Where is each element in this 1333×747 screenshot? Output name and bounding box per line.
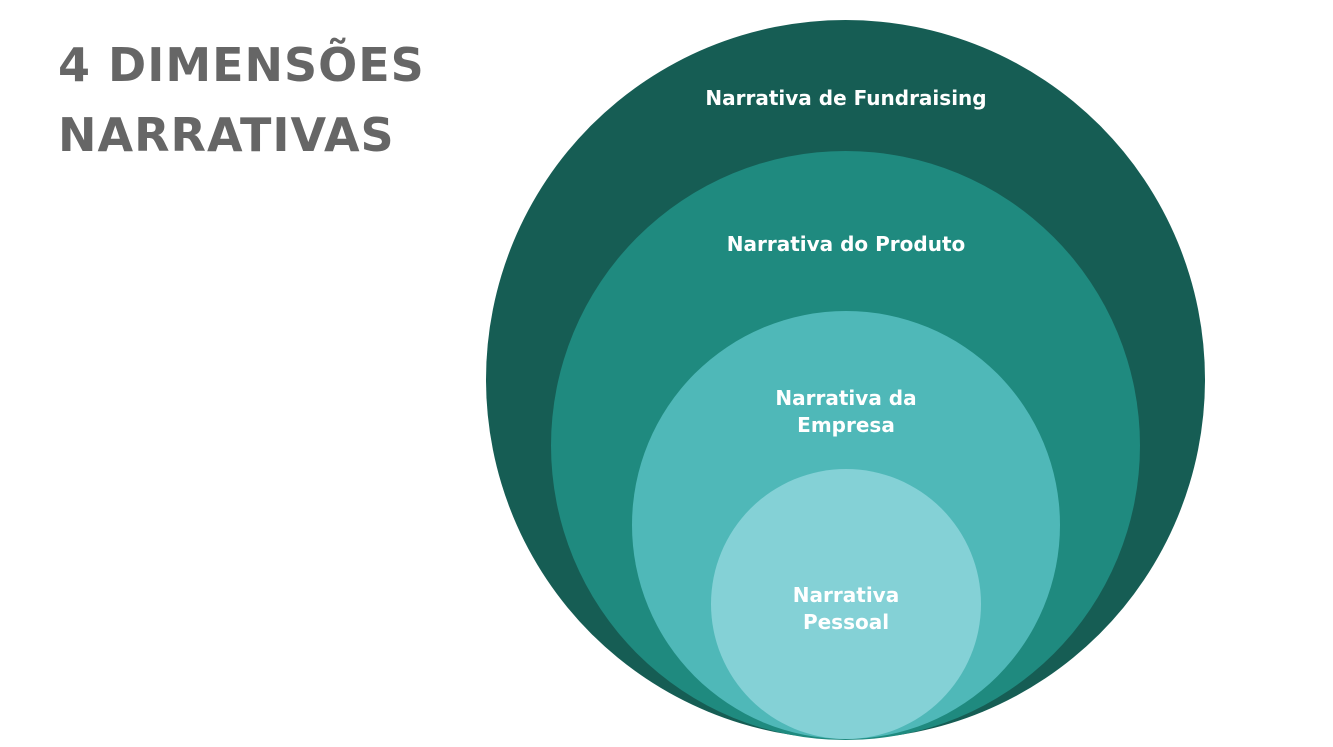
title-line-1: 4 DIMENSÕES <box>58 38 425 92</box>
page-title: 4 DIMENSÕES NARRATIVAS <box>58 30 425 170</box>
label-fundraising: Narrativa de Fundraising <box>705 86 987 110</box>
label-produto: Narrativa do Produto <box>726 232 966 256</box>
label-empresa: Narrativa da Empresa <box>775 386 917 437</box>
label-pessoal: Narrativa Pessoal <box>792 583 900 634</box>
title-line-2: NARRATIVAS <box>58 108 395 162</box>
circle-pessoal <box>711 469 981 739</box>
